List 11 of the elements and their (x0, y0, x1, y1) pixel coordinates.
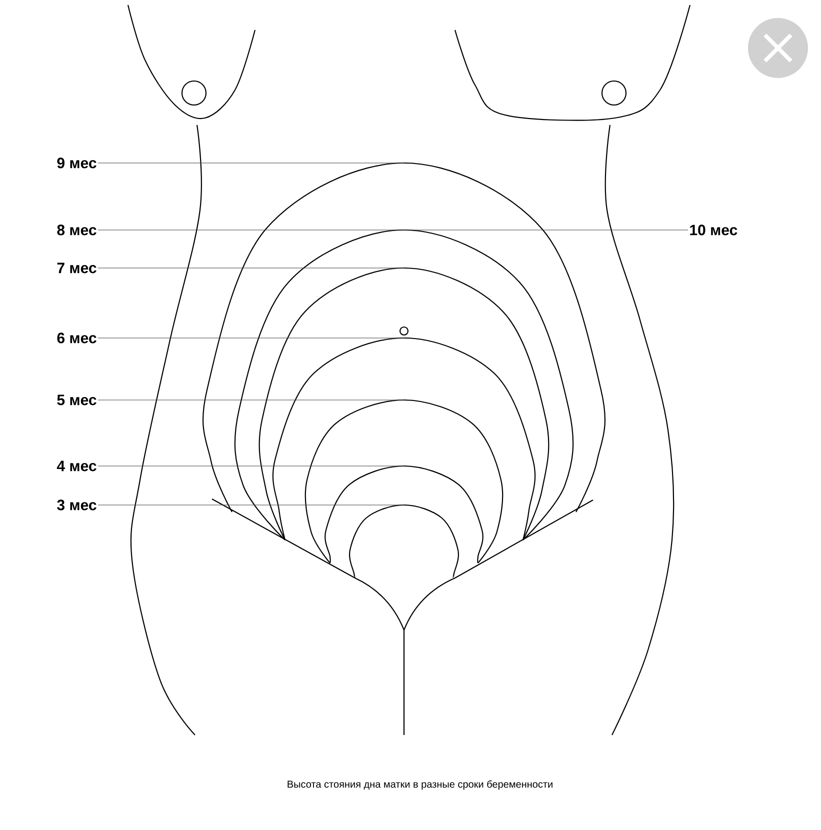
month-label: 4 мес (56, 460, 96, 472)
month-label: 7 мес (57, 262, 96, 274)
month-label: 9 мес (57, 158, 96, 168)
leader-line (98, 162, 404, 164)
leader-line (98, 504, 404, 506)
month-label: 6 мес (57, 332, 96, 344)
month-label: 3 мес (57, 500, 96, 510)
month-label: 5 мес (57, 394, 96, 406)
caption: Высота стояния дна матки в разные сроки беременности (288, 780, 552, 790)
month-label: 8 мес (57, 224, 96, 236)
month-label: 10 мес (690, 224, 738, 236)
